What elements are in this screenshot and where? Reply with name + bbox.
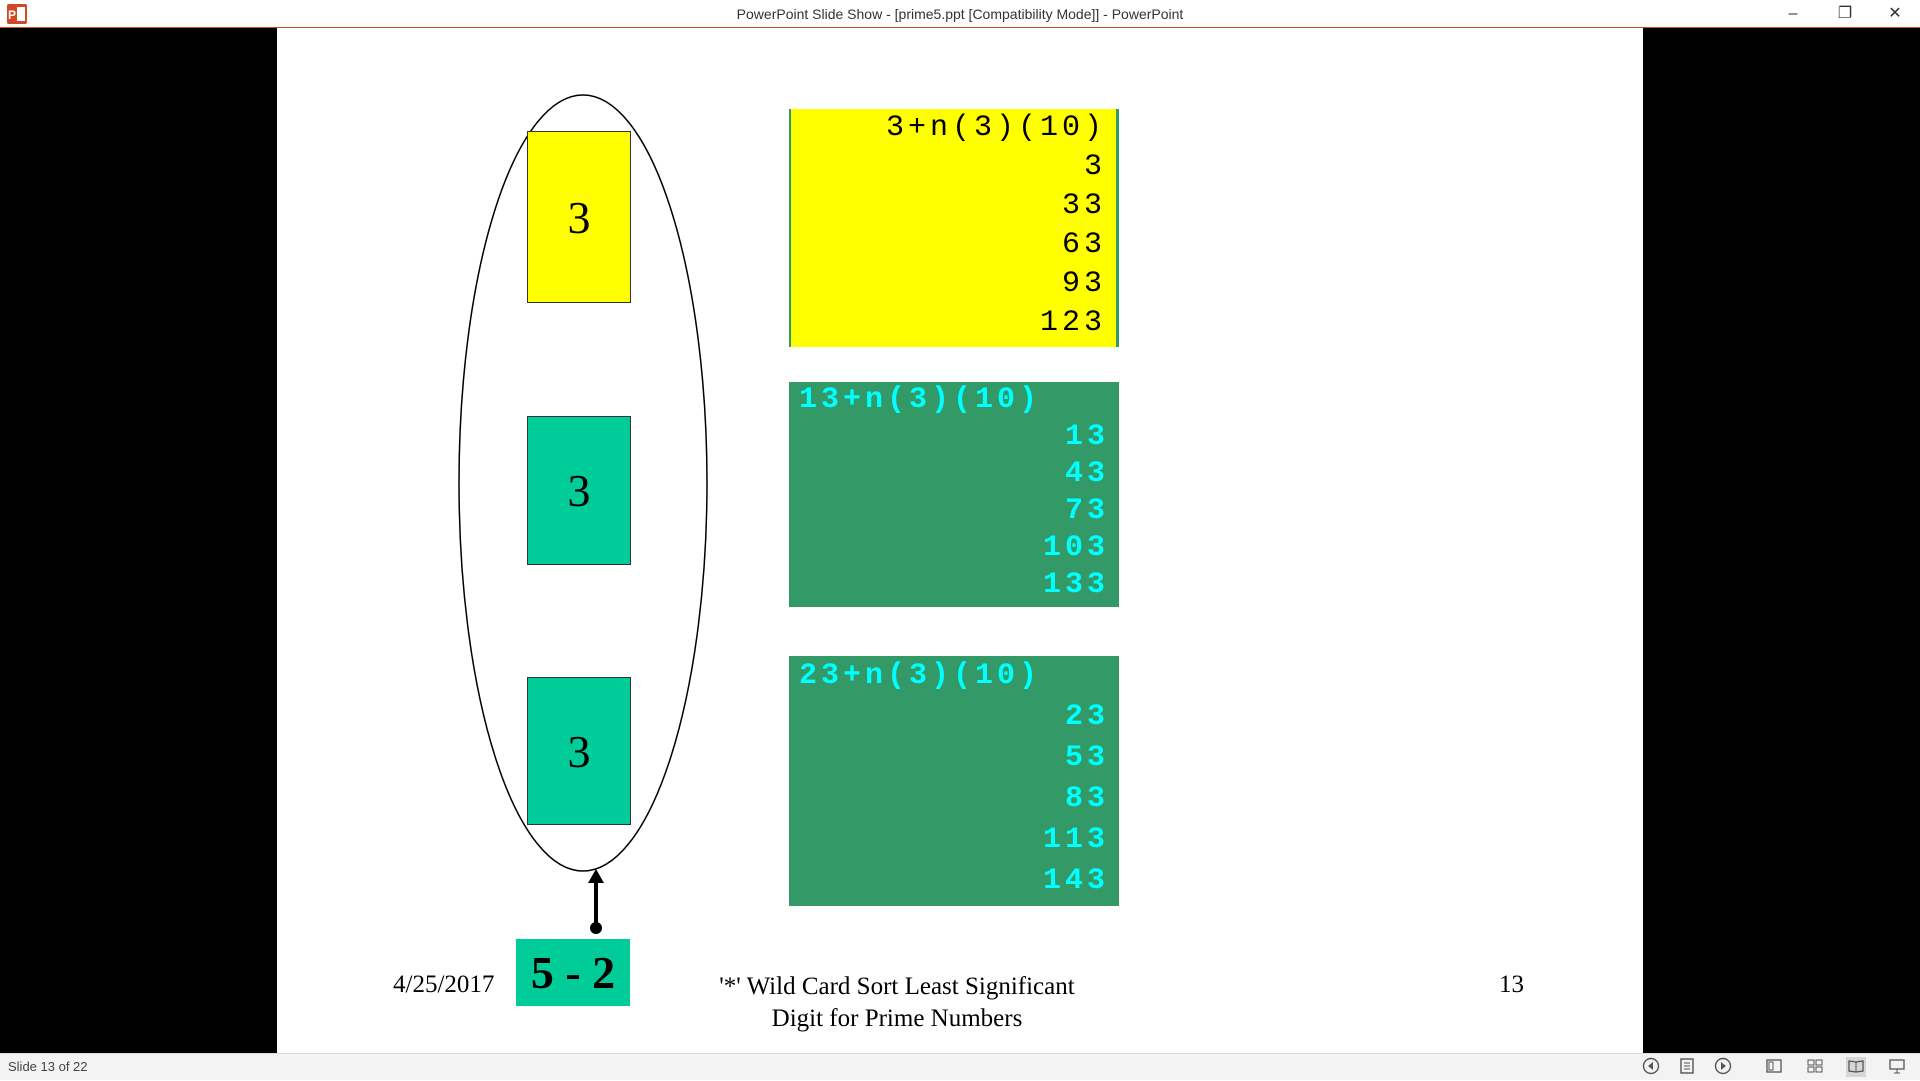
sequence-value: 73 [1064,494,1109,528]
slide-counter: Slide 13 of 22 [8,1059,88,1074]
sequence-value: 53 [1064,741,1109,775]
arrow-head [588,869,604,883]
footer-title-line-2: Digit for Prime Numbers [771,1005,1023,1032]
sequence-value: 13 [1064,420,1109,454]
sequence-value: 143 [1042,864,1109,898]
restore-button[interactable]: ❐ [1837,5,1853,22]
next-icon[interactable] [1713,1057,1733,1077]
digit-card-teal-2: 3 [527,677,631,825]
sequence-value: 133 [1042,568,1109,602]
sequence-value: 63 [1061,228,1106,262]
footer-title-line-1: '*' Wild Card Sort Least Significant [719,973,1075,1000]
slide[interactable]: 3 3 3 3+n(3)(10) 3 33 63 93 123 13+n(3)(… [277,28,1643,1053]
title-bar: P PowerPoint Slide Show - [prime5.ppt [C… [0,0,1920,28]
window-title: PowerPoint Slide Show - [prime5.ppt [Com… [736,6,1184,22]
sequence-value: 103 [1042,531,1109,565]
slide-sorter-icon[interactable] [1805,1057,1825,1077]
sequence-value: 83 [1064,782,1109,816]
digit-card-teal-1: 3 [527,416,631,565]
group-ellipse [458,94,708,872]
digit-card-yellow: 3 [527,131,631,303]
slideshow-icon[interactable] [1887,1057,1907,1077]
sequence-header: 23+n(3)(10) [799,659,1042,693]
close-button[interactable]: ✕ [1888,5,1902,22]
arrow-tail-dot [590,922,602,934]
sequence-value: 23 [1064,700,1109,734]
sequence-value: 113 [1042,823,1109,857]
minimize-button[interactable]: – [1788,5,1798,22]
sequence-header: 3+n(3)(10) [885,111,1106,145]
footer-title: '*' Wild Card Sort Least Significant Dig… [697,971,1097,1035]
reading-view-icon[interactable] [1846,1057,1866,1077]
slide-drawing [458,94,708,934]
sequence-value: 93 [1061,267,1106,301]
sequence-box-23: 23+n(3)(10) 23 53 83 113 143 [789,656,1119,906]
sequence-box-3: 3+n(3)(10) 3 33 63 93 123 [789,109,1119,347]
status-bar: Slide 13 of 22 [0,1053,1920,1080]
menu-icon[interactable] [1677,1057,1697,1077]
footer-date: 4/25/2017 [393,971,495,998]
svg-text:P: P [8,8,16,22]
footer-page-number: 13 [1499,971,1524,998]
powerpoint-icon[interactable]: P [7,4,27,24]
previous-icon[interactable] [1641,1057,1661,1077]
sequence-box-13: 13+n(3)(10) 13 43 73 103 133 [789,382,1119,607]
sequence-value: 43 [1064,457,1109,491]
sequence-header: 13+n(3)(10) [799,383,1042,417]
normal-view-icon[interactable] [1764,1057,1784,1077]
sequence-value: 33 [1061,189,1106,223]
slideshow-stage[interactable]: 3 3 3 3+n(3)(10) 3 33 63 93 123 13+n(3)(… [0,28,1920,1053]
sequence-value: 123 [1039,306,1106,340]
section-label: 5 - 2 [516,939,630,1006]
sequence-value: 3 [1083,150,1106,184]
